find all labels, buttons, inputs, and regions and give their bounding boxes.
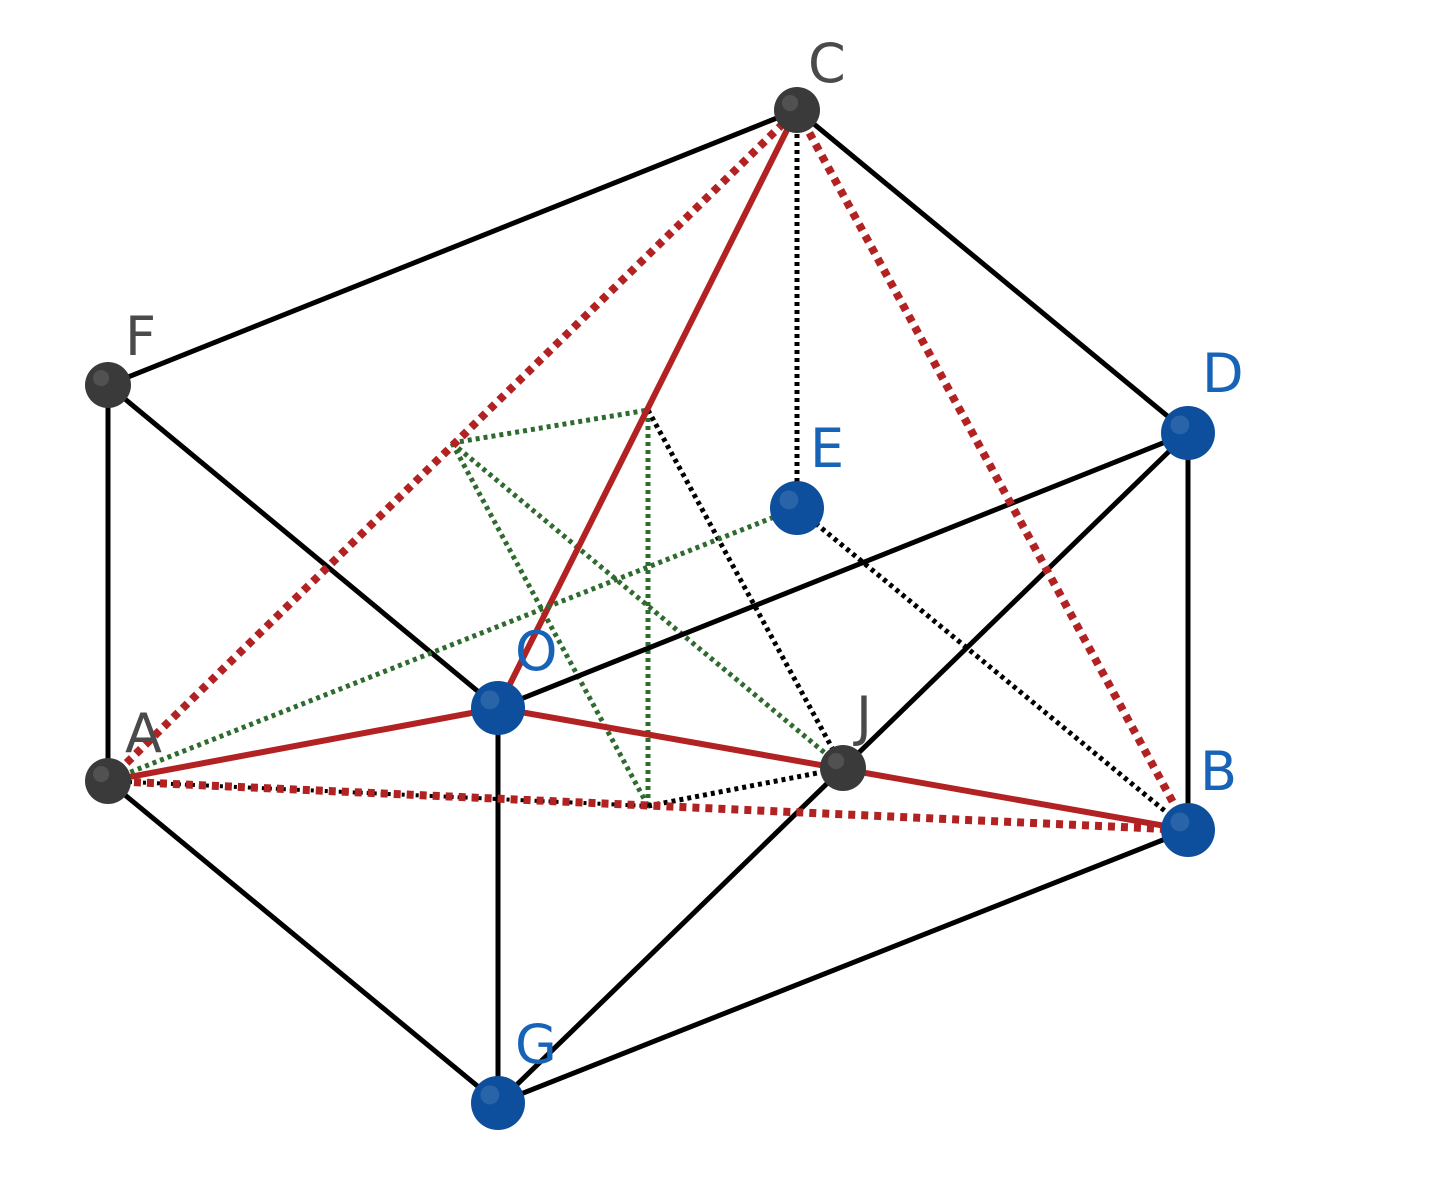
point-J [820, 745, 866, 791]
aux-segment-top-right-to-J [645, 408, 846, 770]
point-B [1161, 803, 1215, 857]
label-D: D [1202, 342, 1244, 405]
label-G: G [515, 1013, 557, 1076]
label-J: J [853, 685, 872, 748]
points-layer [85, 87, 1215, 1130]
label-E: E [810, 417, 844, 480]
segment-FC [107, 107, 798, 388]
labels-layer: C F D E O A J B G [125, 32, 1244, 1076]
aux-segment-A-to-bottom [107, 779, 649, 808]
segment-CD [795, 108, 1190, 435]
segment-CB [793, 108, 1192, 832]
point-A [85, 758, 131, 804]
point-E-highlight [779, 490, 799, 510]
point-J-highlight [828, 753, 845, 770]
segment-AE [107, 505, 798, 784]
segment-OD [497, 430, 1189, 711]
point-O [471, 681, 525, 735]
point-D-highlight [1170, 415, 1190, 435]
point-D [1161, 406, 1215, 460]
segments-layer [105, 107, 1192, 1106]
label-F: F [125, 305, 156, 368]
segment-GB [497, 827, 1189, 1106]
point-G [471, 1076, 525, 1130]
point-E [770, 481, 824, 535]
label-O: O [515, 620, 558, 683]
point-F [85, 362, 131, 408]
segment-AO [107, 705, 499, 784]
point-F-highlight [93, 370, 110, 387]
segment-AG [106, 779, 500, 1105]
aux-segment-bottom-to-J [647, 765, 844, 809]
point-G-highlight [480, 1085, 500, 1105]
segment-AB [107, 777, 1189, 834]
segment-FO [106, 383, 500, 710]
label-C: C [808, 32, 846, 95]
aux-segment-top [451, 407, 649, 446]
point-O-highlight [480, 690, 500, 710]
label-A: A [125, 702, 162, 765]
point-C [774, 87, 820, 133]
point-C-highlight [782, 95, 799, 112]
point-A-highlight [93, 766, 110, 783]
label-B: B [1200, 740, 1237, 803]
point-B-highlight [1170, 812, 1190, 832]
segment-AC [105, 107, 800, 784]
